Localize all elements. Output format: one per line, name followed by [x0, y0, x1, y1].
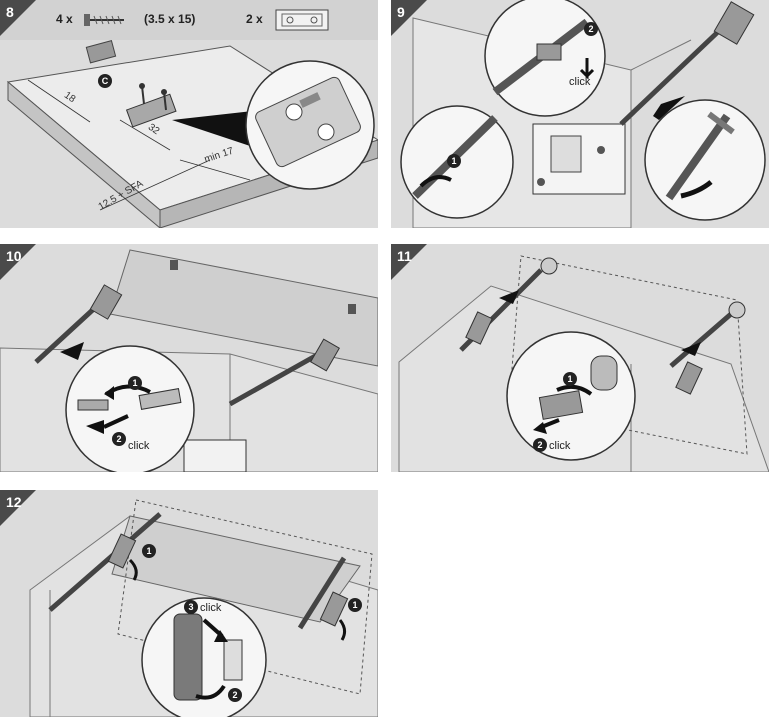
- lift-mechanism: [532, 1, 755, 195]
- step-1-marker-left: 1: [142, 544, 156, 558]
- step-number: 9: [397, 4, 405, 20]
- badge-shape: [0, 490, 36, 526]
- step-1-marker: 1: [447, 154, 461, 168]
- panel-12-illustration: [0, 490, 378, 717]
- panel-step-10: 10 1 2 click: [0, 244, 378, 472]
- step-number: 10: [6, 248, 22, 264]
- lift-arm-right: [297, 556, 349, 641]
- step-number: 11: [397, 248, 412, 264]
- step-2-marker: 2: [112, 432, 126, 446]
- mounting-bracket: [125, 83, 177, 128]
- step-1-marker: 1: [563, 372, 577, 386]
- panel-11-illustration: [391, 244, 769, 472]
- lift-arm-right: [183, 338, 340, 472]
- step-1-marker-right: 1: [348, 598, 362, 612]
- board-front: [7, 80, 161, 228]
- step-2-marker: 2: [533, 438, 547, 452]
- badge-shape: [391, 0, 427, 36]
- lift-arm-right: [669, 301, 746, 395]
- flap-outline: [508, 255, 748, 455]
- click-label: click: [128, 440, 150, 452]
- step-3-marker: 3: [184, 600, 198, 614]
- lift-arm-left: [34, 284, 123, 364]
- panel-step-12: 12 1 1 3 click 2: [0, 490, 378, 717]
- panel-9-illustration: [391, 0, 766, 228]
- click-label: click: [569, 76, 591, 88]
- step-number: 12: [6, 494, 22, 510]
- panel-step-11: 11 1 2 click: [391, 244, 769, 472]
- click-label: click: [200, 602, 222, 614]
- lift-arm-left: [459, 257, 558, 352]
- badge-shape: [0, 244, 36, 280]
- screw-quantity: 4 x: [56, 12, 73, 26]
- screw-size: (3.5 x 15): [144, 12, 196, 26]
- panel-8-illustration: [0, 0, 378, 228]
- bracket-icon: [275, 9, 329, 31]
- screw-icon: [84, 14, 124, 26]
- panel-10-illustration: [0, 244, 378, 472]
- step-number: 8: [6, 4, 14, 20]
- panel-step-8: 8 4 x (3.5 x 15) 2 x C 18 32 min 17 12.5…: [0, 0, 378, 228]
- zoom-bracket-detail: [255, 76, 361, 168]
- badge-shape: [0, 0, 36, 36]
- lift-arm-left: [48, 512, 162, 612]
- zoom-circle-right: [644, 99, 766, 221]
- step-2-marker: 2: [228, 688, 242, 702]
- step-2-marker: 2: [584, 22, 598, 36]
- zoom-circle: [141, 597, 267, 717]
- click-label: click: [549, 440, 571, 452]
- step-1-marker: 1: [128, 376, 142, 390]
- badge-shape: [391, 244, 427, 280]
- label-c: C: [98, 74, 112, 88]
- zoom-circle: [65, 345, 195, 472]
- bracket-quantity: 2 x: [246, 12, 263, 26]
- panel-step-9: 9 1 2 click: [391, 0, 769, 228]
